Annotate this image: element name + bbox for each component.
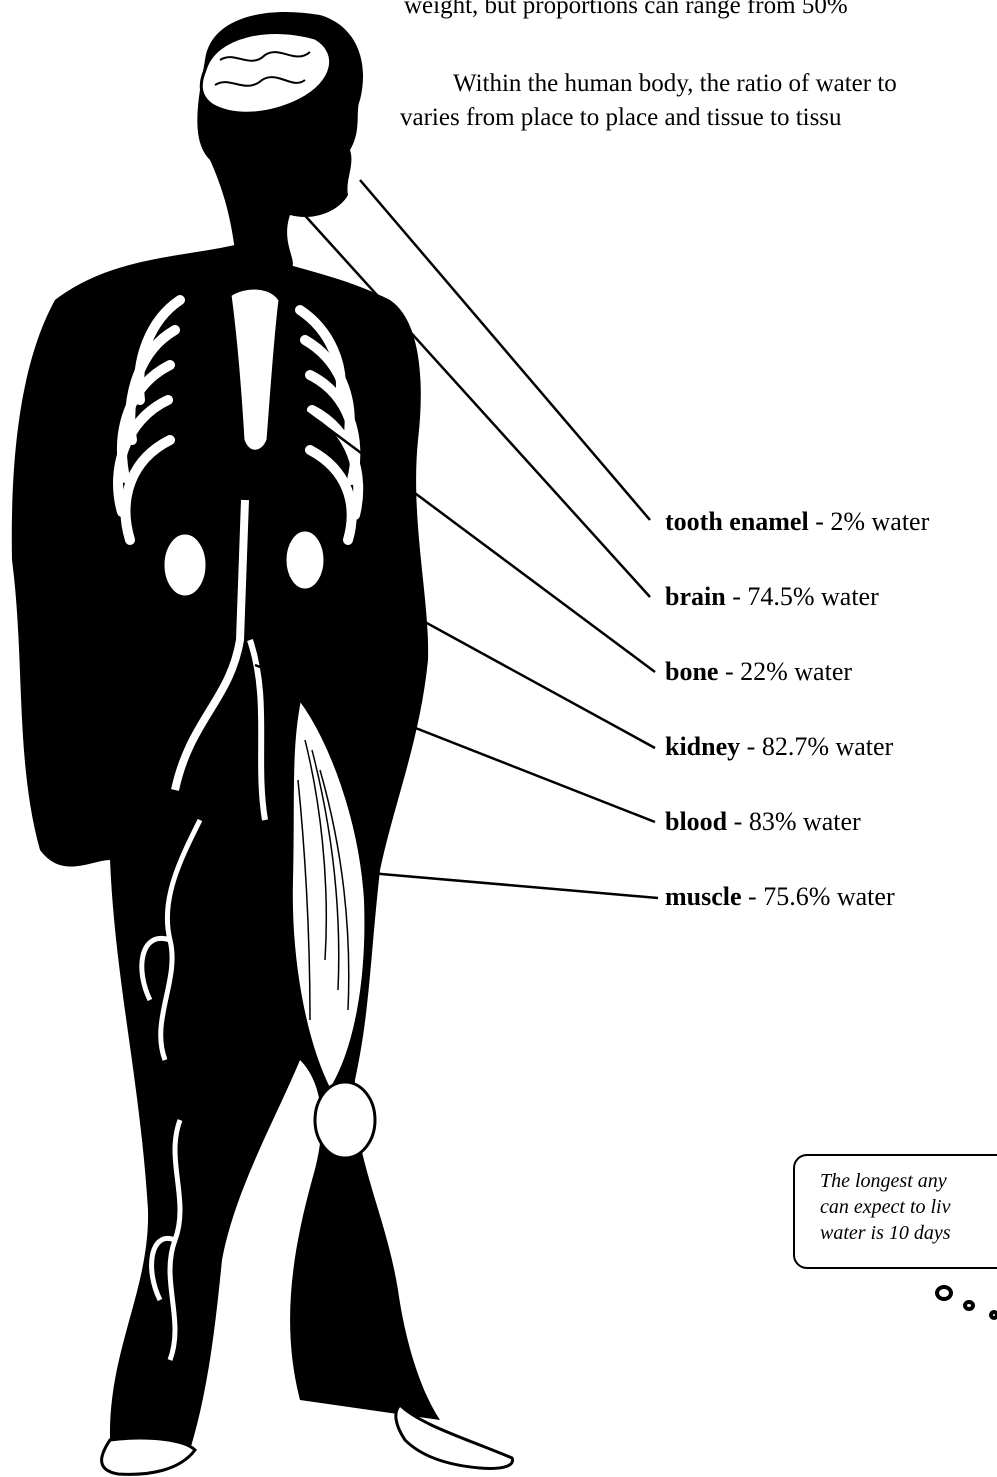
- label-brain-value: - 74.5% water: [726, 582, 879, 611]
- label-tooth-enamel: tooth enamel - 2% water: [665, 507, 930, 536]
- label-tooth-enamel-value: - 2% water: [809, 507, 930, 536]
- body-silhouette: [12, 12, 513, 1474]
- label-bone-value: - 22% water: [718, 657, 852, 686]
- label-kidney-value: - 82.7% water: [740, 732, 893, 761]
- torso: [12, 245, 440, 1450]
- right-foot: [396, 1405, 513, 1468]
- thought-bubble-dot-large: [935, 1285, 953, 1301]
- label-blood-organ: blood: [665, 807, 728, 836]
- thought-bubble-dot-medium: [963, 1300, 975, 1311]
- callout-line-2: can expect to liv: [820, 1197, 951, 1217]
- label-tooth-enamel-organ: tooth enamel: [665, 507, 809, 536]
- knee: [315, 1082, 375, 1158]
- label-brain: brain - 74.5% water: [665, 582, 879, 611]
- label-muscle-organ: muscle: [665, 882, 742, 911]
- label-blood: blood - 83% water: [665, 807, 861, 836]
- label-blood-value: - 83% water: [727, 807, 861, 836]
- label-bone: bone - 22% water: [665, 657, 852, 686]
- label-brain-organ: brain: [665, 582, 726, 611]
- label-muscle: muscle - 75.6% water: [665, 882, 895, 911]
- label-bone-organ: bone: [665, 657, 718, 686]
- label-kidney: kidney - 82.7% water: [665, 732, 894, 761]
- thought-bubble-dot-small: [989, 1310, 997, 1320]
- callout-line-1: The longest any: [820, 1171, 947, 1191]
- leader-muscle: [370, 873, 658, 898]
- right-kidney: [285, 530, 325, 590]
- label-muscle-value: - 75.6% water: [742, 882, 895, 911]
- left-foot: [102, 1438, 195, 1474]
- callout-line-3: water is 10 days: [820, 1223, 951, 1243]
- organ-labels: tooth enamel - 2% water brain - 74.5% wa…: [665, 507, 930, 911]
- label-kidney-organ: kidney: [665, 732, 740, 761]
- left-kidney: [163, 533, 207, 597]
- thought-bubble-callout: The longest any can expect to liv water …: [793, 1154, 997, 1269]
